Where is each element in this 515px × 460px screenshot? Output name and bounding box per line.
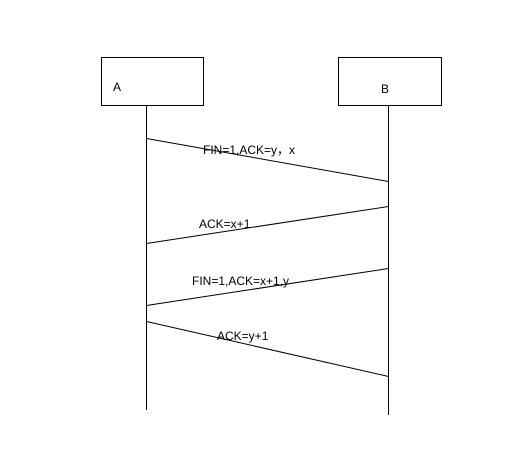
- message-4-line: [146, 321, 389, 377]
- participant-a-box: [101, 57, 204, 106]
- participant-a-label: A: [113, 80, 121, 94]
- message-1-line: [146, 138, 389, 182]
- participant-b-label: B: [381, 82, 389, 96]
- message-4-label: ACK=y+1: [217, 329, 269, 343]
- participant-b-box: [338, 57, 442, 106]
- message-3-line: [146, 268, 389, 306]
- message-3-label: FIN=1,ACK=x+1,y: [192, 274, 289, 288]
- message-2-line: [146, 206, 389, 244]
- message-2-label: ACK=x+1: [199, 217, 251, 231]
- message-1-label: FIN=1,ACK=y，x: [203, 143, 295, 157]
